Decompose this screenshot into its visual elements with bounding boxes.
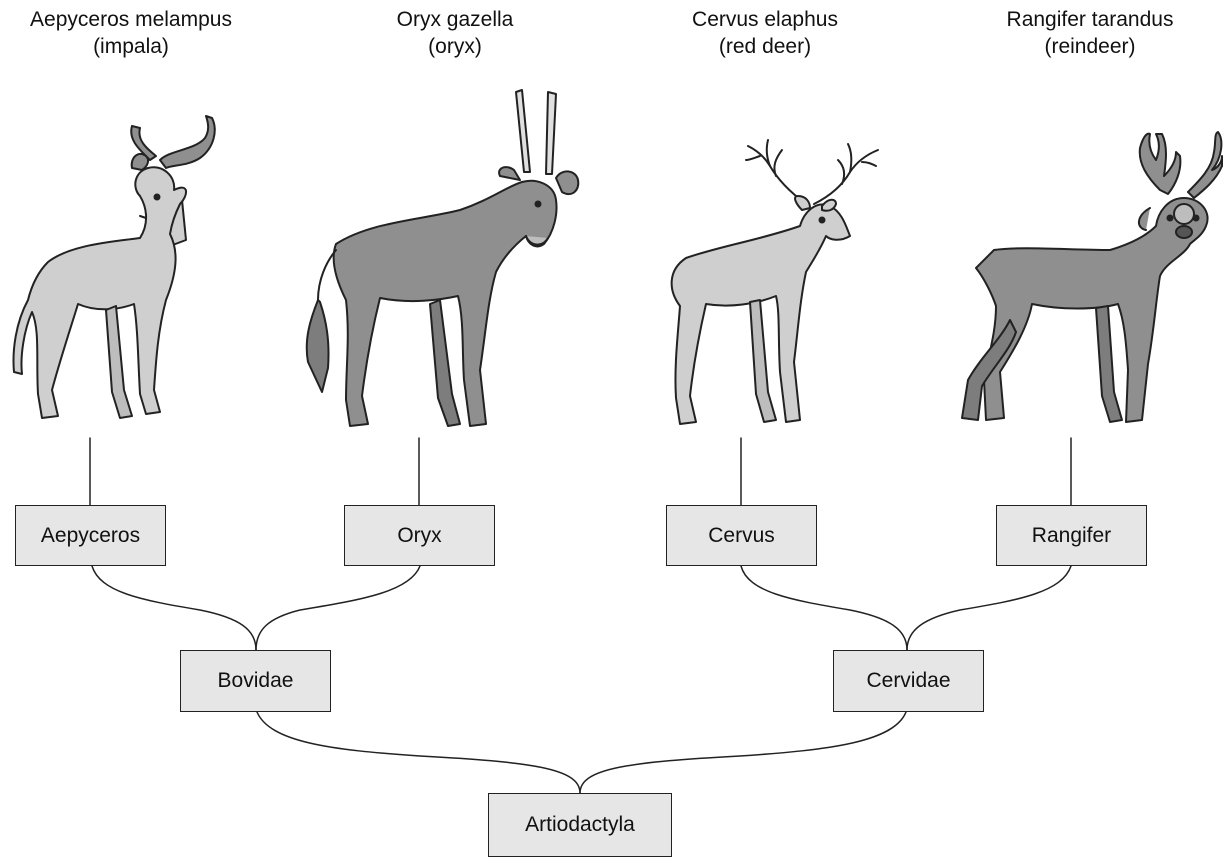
impala-illustration [14, 116, 215, 418]
family-box-cervidae: Cervidae [833, 650, 984, 712]
oryx-illustration [307, 90, 579, 426]
genus-box-oryx: Oryx [344, 505, 495, 566]
reindeer-illustration [962, 132, 1222, 422]
tree-connectors [90, 438, 1071, 793]
genus-box-rangifer: Rangifer [996, 505, 1147, 566]
genus-box-aepyceros: Aepyceros [15, 505, 166, 566]
family-box-bovidae: Bovidae [180, 650, 331, 712]
genus-box-cervus: Cervus [666, 505, 817, 566]
order-box-artiodactyla: Artiodactyla [488, 793, 672, 857]
red-deer-illustration [672, 140, 878, 424]
